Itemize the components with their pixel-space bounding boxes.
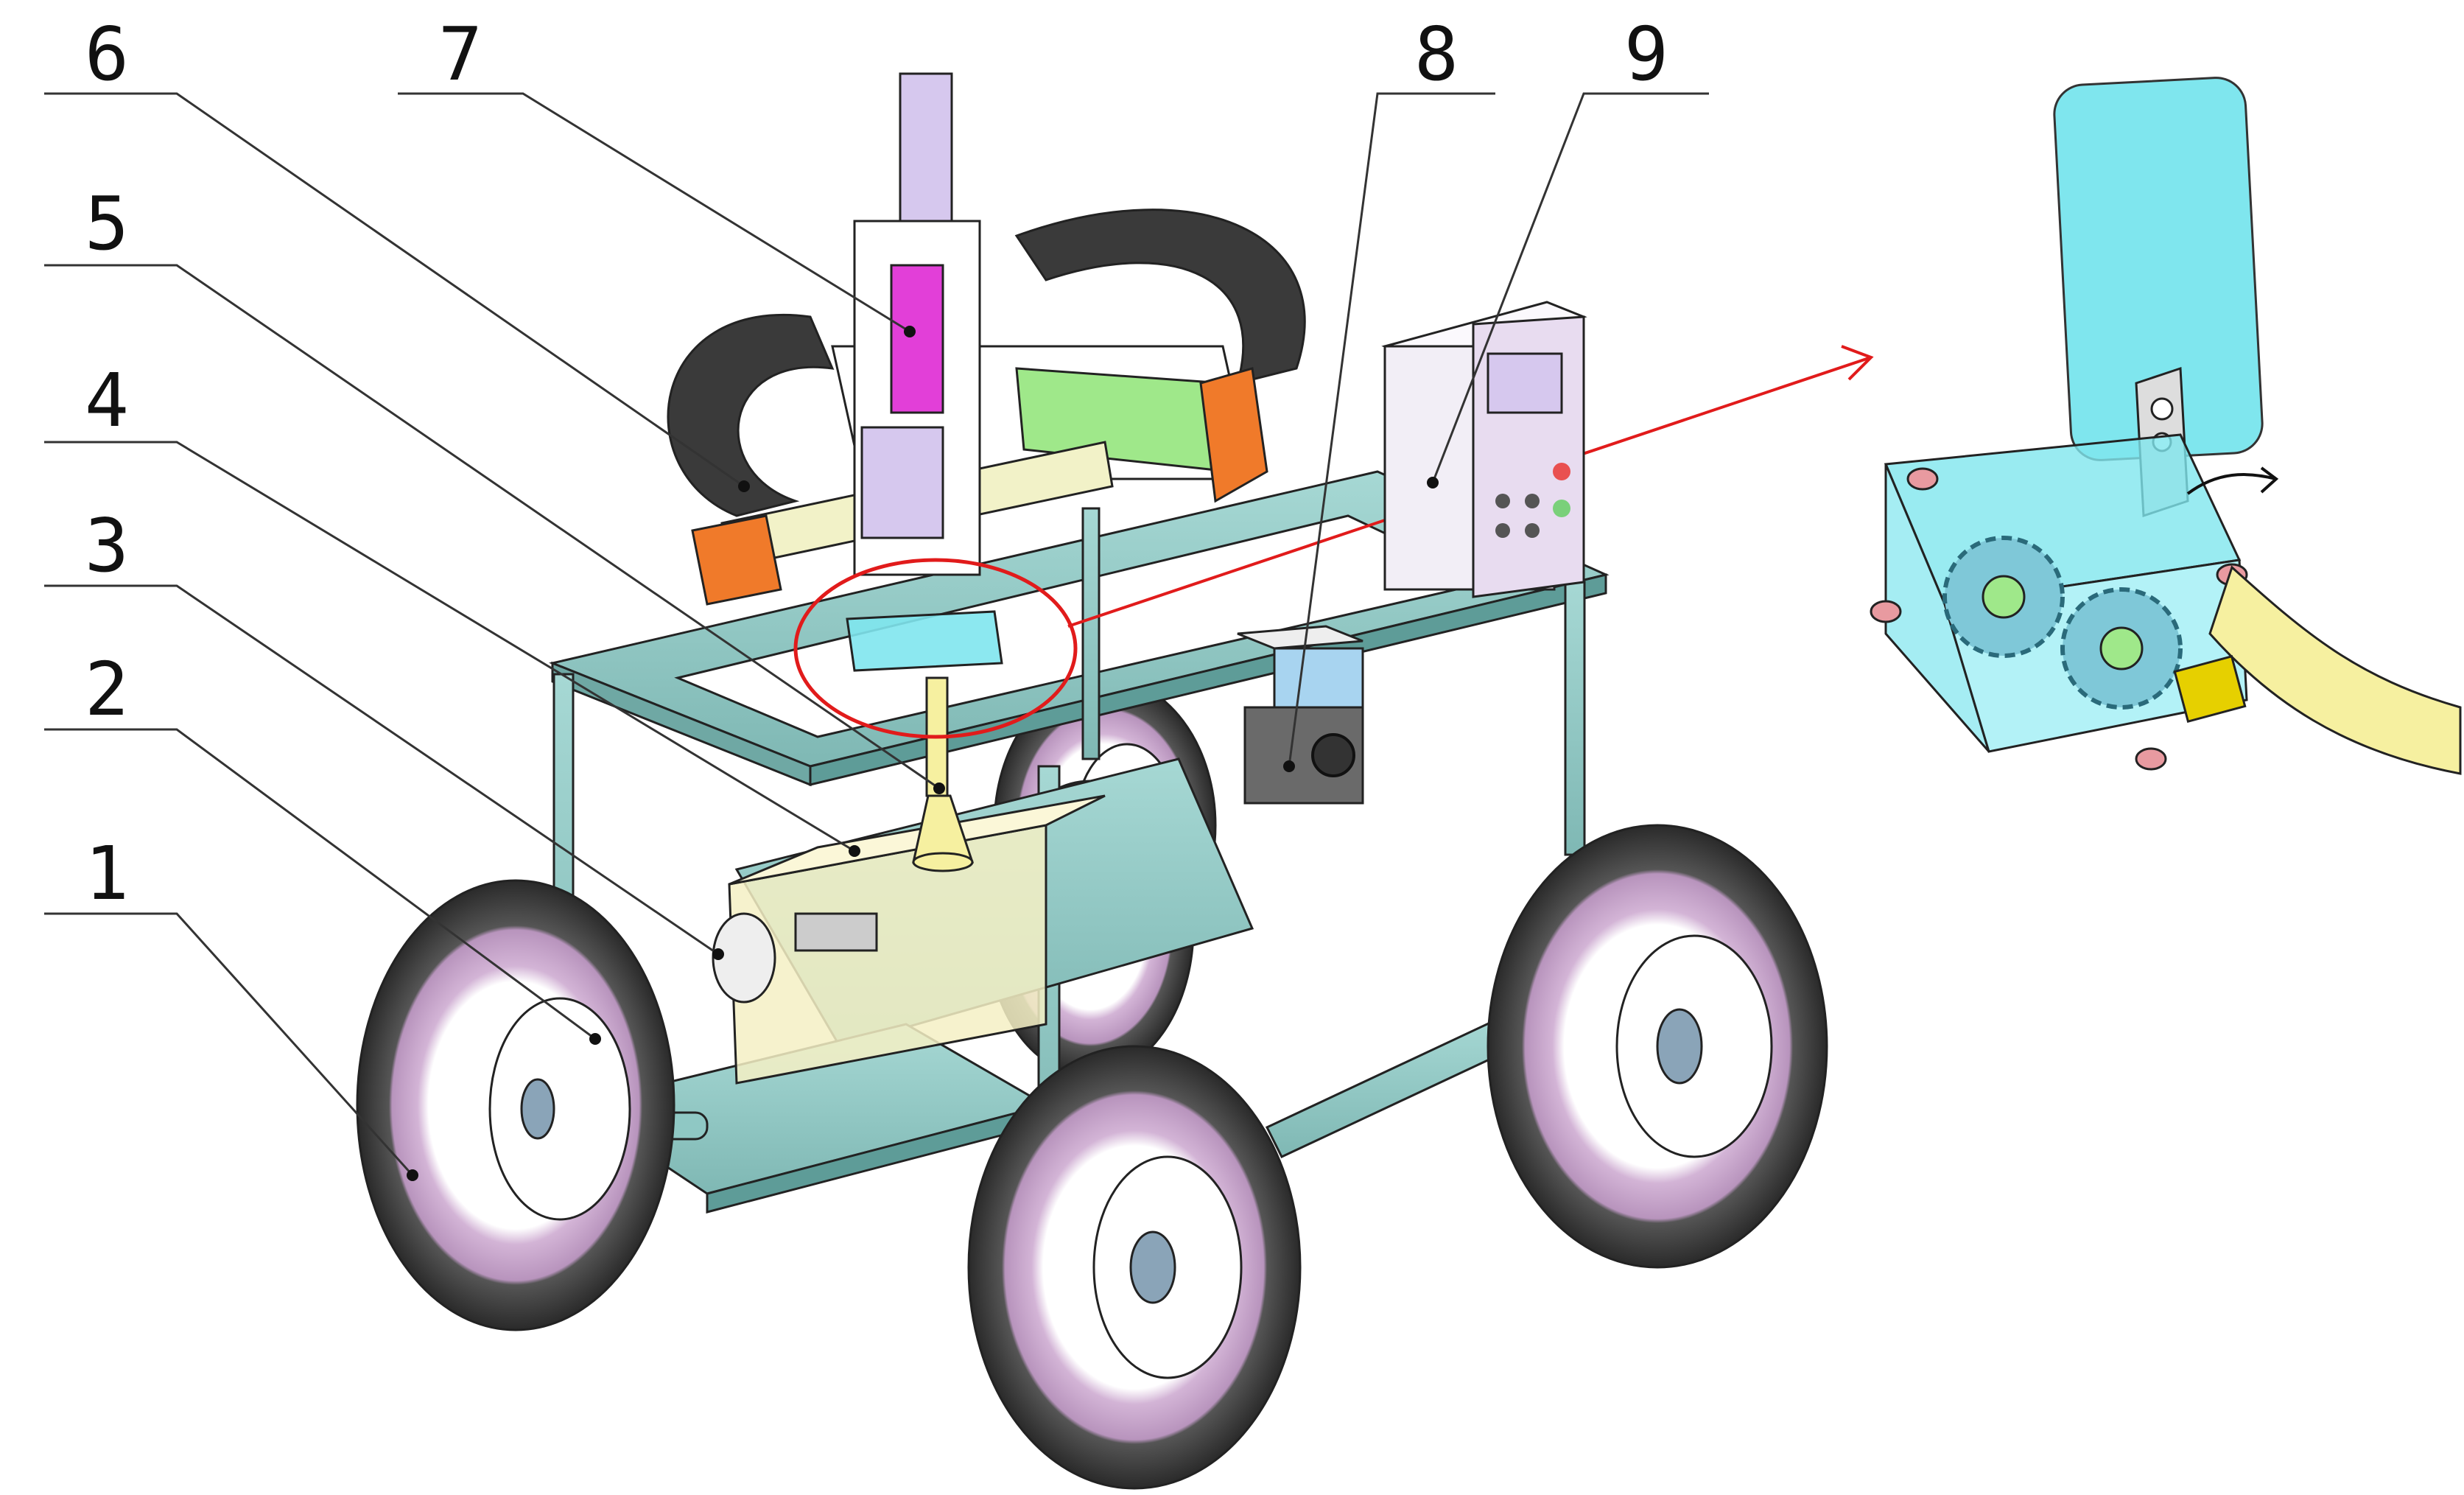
- funnel: [912, 676, 975, 872]
- water-tank: [712, 794, 1106, 1085]
- highlight-circle: [793, 558, 1078, 739]
- curved-arrow-icon: [2186, 473, 2277, 495]
- camera-unit: [1237, 625, 1364, 805]
- wheel-front-right: [1487, 824, 1828, 1269]
- part-label-2: 2: [85, 646, 129, 732]
- part-label-1: 1: [85, 830, 129, 917]
- part-label-7: 7: [438, 11, 482, 97]
- part-label-9: 9: [1624, 11, 1668, 97]
- wheel-front-center: [967, 1045, 1302, 1490]
- curved-arrow-head: [2260, 466, 2279, 494]
- leader-lines: [44, 92, 1709, 1181]
- part-label-6: 6: [85, 11, 129, 97]
- control-cabinet: [1381, 301, 1587, 598]
- detail-view: [1870, 77, 2462, 775]
- part-label-8: 8: [1414, 11, 1459, 97]
- part-label-5: 5: [85, 181, 129, 267]
- wheel-front-left: [356, 879, 675, 1331]
- part-label-3: 3: [85, 503, 129, 589]
- part-numbers: 6 7 5 4 3 2 1 8 9: [85, 11, 1668, 917]
- part-label-4: 4: [85, 357, 129, 444]
- gantry: [667, 72, 1306, 672]
